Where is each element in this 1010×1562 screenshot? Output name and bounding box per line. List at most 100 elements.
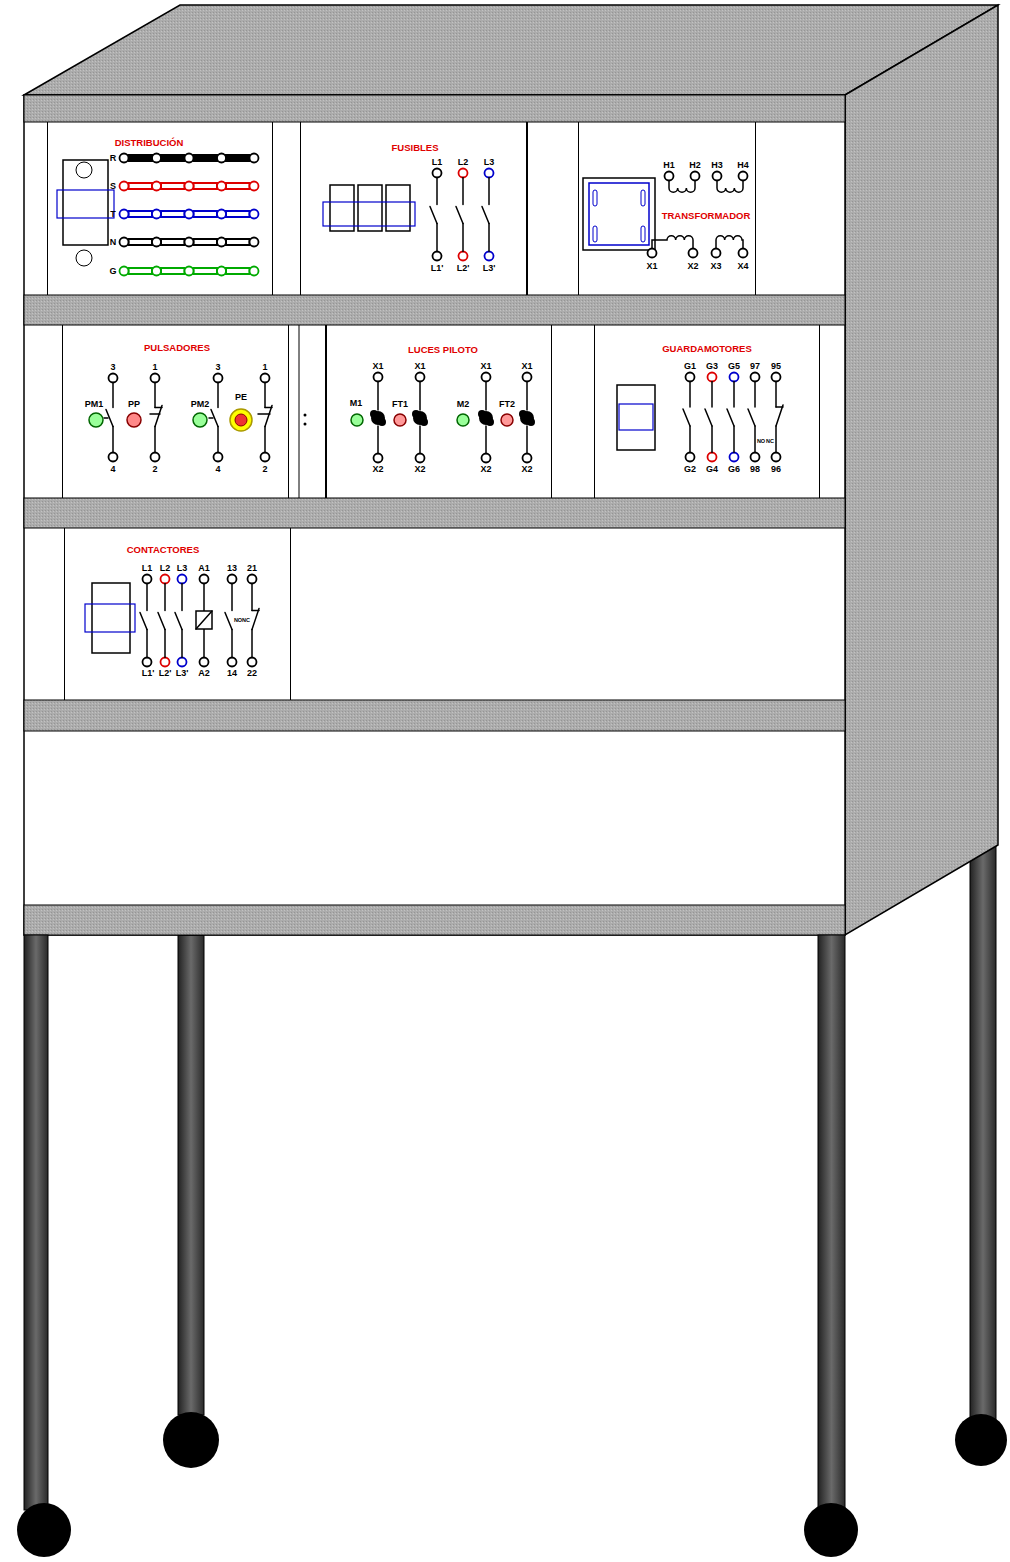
lamp-symbol — [486, 418, 494, 426]
terminal-label: L1' — [142, 668, 155, 678]
wire — [154, 383, 156, 408]
terminal-label: 98 — [750, 464, 760, 474]
terminal-label: 4 — [110, 464, 115, 474]
bus-bar — [161, 211, 185, 217]
terminal-label: G1 — [684, 361, 696, 371]
terminal — [416, 454, 425, 463]
terminal-label: X1 — [646, 261, 657, 271]
terminal-label: FT2 — [499, 399, 515, 409]
terminal-label: X2 — [521, 464, 532, 474]
lamp-symbol — [413, 411, 427, 425]
wire — [154, 427, 156, 453]
wire — [264, 383, 266, 408]
wire — [164, 630, 166, 658]
breaker-icon — [63, 160, 108, 245]
green-button — [89, 413, 103, 427]
cabinet-wheel — [17, 1503, 71, 1557]
motor-protector-icon — [617, 385, 655, 450]
terminal — [217, 154, 226, 163]
divider-dot — [304, 423, 307, 426]
wire — [146, 584, 148, 611]
wire — [711, 382, 713, 408]
core-slot — [593, 226, 597, 242]
terminal — [250, 182, 259, 191]
bus-bar — [129, 211, 153, 217]
wire — [146, 630, 148, 658]
terminal — [185, 154, 194, 163]
emergency-button — [230, 409, 252, 431]
red-lamp — [394, 414, 406, 426]
bus-bar — [129, 155, 153, 161]
terminal — [151, 374, 160, 383]
terminal — [143, 658, 152, 667]
cabinet-shelf — [24, 95, 845, 122]
terminal — [691, 172, 700, 181]
terminal — [248, 658, 257, 667]
bus-bar — [161, 268, 185, 274]
terminal — [648, 249, 657, 258]
terminal-label: X2 — [687, 261, 698, 271]
wire — [112, 427, 114, 453]
terminal-label: N — [110, 237, 117, 247]
wire — [754, 382, 756, 408]
terminal-label: 2 — [152, 464, 157, 474]
terminal — [217, 238, 226, 247]
terminal — [730, 453, 739, 462]
fuse-holder-icon — [330, 185, 354, 231]
terminal-label: L1' — [431, 263, 444, 273]
wire — [727, 409, 734, 426]
terminal — [261, 453, 270, 462]
wire — [155, 407, 162, 409]
wire — [748, 409, 755, 426]
terminal-label: X3 — [710, 261, 721, 271]
terminal-label: G5 — [728, 361, 740, 371]
wire — [104, 417, 108, 419]
wire — [217, 383, 219, 408]
wire — [150, 413, 160, 415]
lamp-symbol — [420, 418, 428, 426]
transformer-core — [589, 183, 649, 245]
panel-heading: DISTRIBUCIÓN — [115, 137, 184, 148]
terminal — [261, 374, 270, 383]
wire — [482, 207, 489, 224]
terminal — [485, 252, 494, 261]
terminal-label: X2 — [480, 464, 491, 474]
panel-heading: PULSADORES — [144, 342, 210, 353]
component-panel: LUCES PILOTO — [325, 325, 552, 498]
wire — [485, 382, 487, 411]
terminal — [200, 575, 209, 584]
wire — [488, 224, 490, 252]
wire — [203, 629, 205, 658]
terminal-label: G3 — [706, 361, 718, 371]
terminal — [485, 169, 494, 178]
lamp-symbol — [478, 410, 486, 418]
terminal-label: PE — [235, 392, 247, 402]
terminal — [217, 267, 226, 276]
terminal — [416, 373, 425, 382]
lamp-symbol — [479, 411, 493, 425]
terminal — [374, 454, 383, 463]
terminal-label: 1 — [262, 362, 267, 372]
component-panel: TRANSFORMADOR — [578, 122, 756, 295]
lamp-symbol — [520, 411, 534, 425]
panel-divider — [299, 325, 300, 498]
terminal — [772, 373, 781, 382]
wire — [175, 613, 182, 630]
terminal-label: X4 — [737, 261, 748, 271]
wire — [265, 407, 272, 409]
bus-bar — [194, 239, 218, 245]
terminal — [109, 453, 118, 462]
contact-type: NC — [242, 617, 250, 623]
device-label-frame — [85, 604, 135, 632]
terminal — [250, 267, 259, 276]
lamp-symbol — [378, 418, 386, 426]
cabinet-wheel — [804, 1503, 858, 1557]
core-slot — [641, 190, 645, 206]
terminal-label: 1 — [152, 362, 157, 372]
wire — [209, 417, 213, 419]
mount-hole — [76, 162, 92, 178]
primary-coil — [669, 181, 695, 193]
wire — [264, 427, 266, 453]
terminal — [751, 373, 760, 382]
